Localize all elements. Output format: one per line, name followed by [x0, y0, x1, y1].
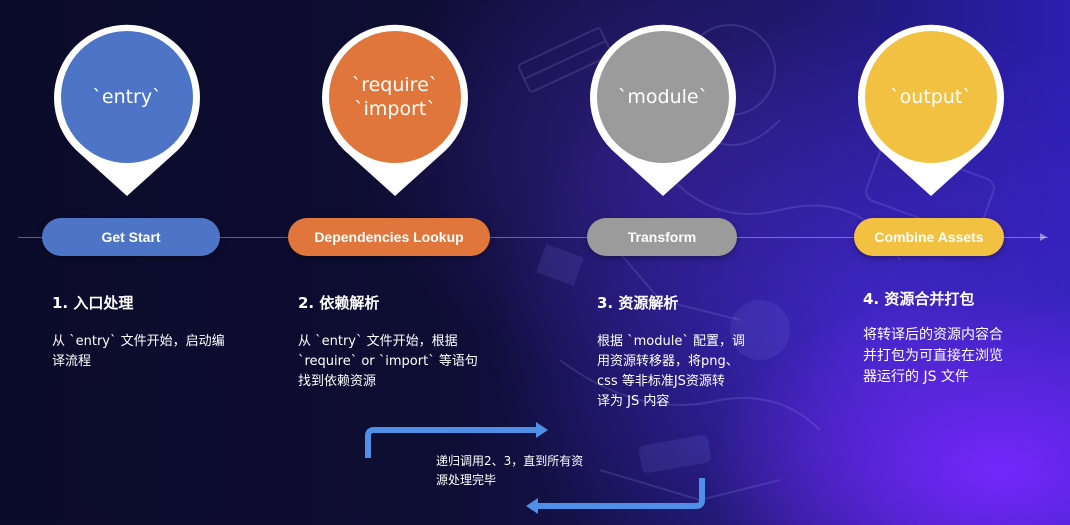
recursion-note: 递归调用2、3，直到所有资 源处理完毕: [436, 454, 584, 487]
loop-arrow-forward: [365, 427, 536, 458]
pill-label: Dependencies Lookup: [314, 229, 464, 245]
step-1-pin: `entry`: [52, 22, 202, 198]
step-1-description: 从 `entry` 文件开始，启动编 译流程: [52, 334, 225, 369]
arrow-head-left-icon: [526, 498, 538, 514]
step-2-description: 从 `entry` 文件开始，根据 `require` or `import` …: [298, 334, 478, 389]
pill-label: Transform: [627, 229, 697, 245]
pill-label: Combine Assets: [874, 229, 984, 245]
step-1-title: 1. 入口处理: [52, 294, 134, 312]
step-2-bubble-label: `require` `import`: [320, 22, 470, 172]
loop-arrow-back: [538, 478, 705, 509]
bubble-text: `module`: [617, 86, 709, 108]
bubble-text: `require`: [351, 74, 439, 96]
timeline-arrow-icon: [1040, 233, 1047, 241]
map-pin-icon: [53, 24, 200, 197]
map-pin-icon: [858, 24, 1004, 197]
step-2-pin: `require` `import`: [320, 22, 470, 198]
map-pin-icon: [590, 24, 736, 197]
step-2-pill: Dependencies Lookup: [288, 218, 490, 256]
step-3-title: 3. 资源解析: [597, 294, 679, 312]
step-4-description: 将转译后的资源内容合 并打包为可直接在浏览 器运行的 JS 文件: [863, 327, 1003, 385]
step-4-pin: `output`: [856, 22, 1006, 198]
step-2-title: 2. 依赖解析: [298, 294, 380, 312]
step-4-pill: Combine Assets: [854, 218, 1004, 256]
step-4-title: 4. 资源合并打包: [863, 290, 975, 308]
step-3-bubble-label: `module`: [588, 22, 738, 172]
pill-label: Get Start: [101, 229, 161, 245]
bubble-text: `entry`: [92, 86, 162, 108]
map-pin-icon: [322, 24, 468, 197]
step-3-pin: `module`: [588, 22, 738, 198]
timeline-line: [18, 237, 1048, 238]
step-4-bubble-label: `output`: [856, 22, 1006, 172]
bubble-text: `import`: [354, 98, 436, 120]
arrow-head-right-icon: [536, 422, 548, 438]
step-3-pill: Transform: [587, 218, 737, 256]
bubble-text: `output`: [890, 86, 972, 108]
step-3-description: 根据 `module` 配置，调 用资源转移器，将png、 css 等非标准JS…: [597, 334, 745, 409]
step-1-bubble-label: `entry`: [52, 22, 202, 172]
step-1-pill: Get Start: [42, 218, 220, 256]
